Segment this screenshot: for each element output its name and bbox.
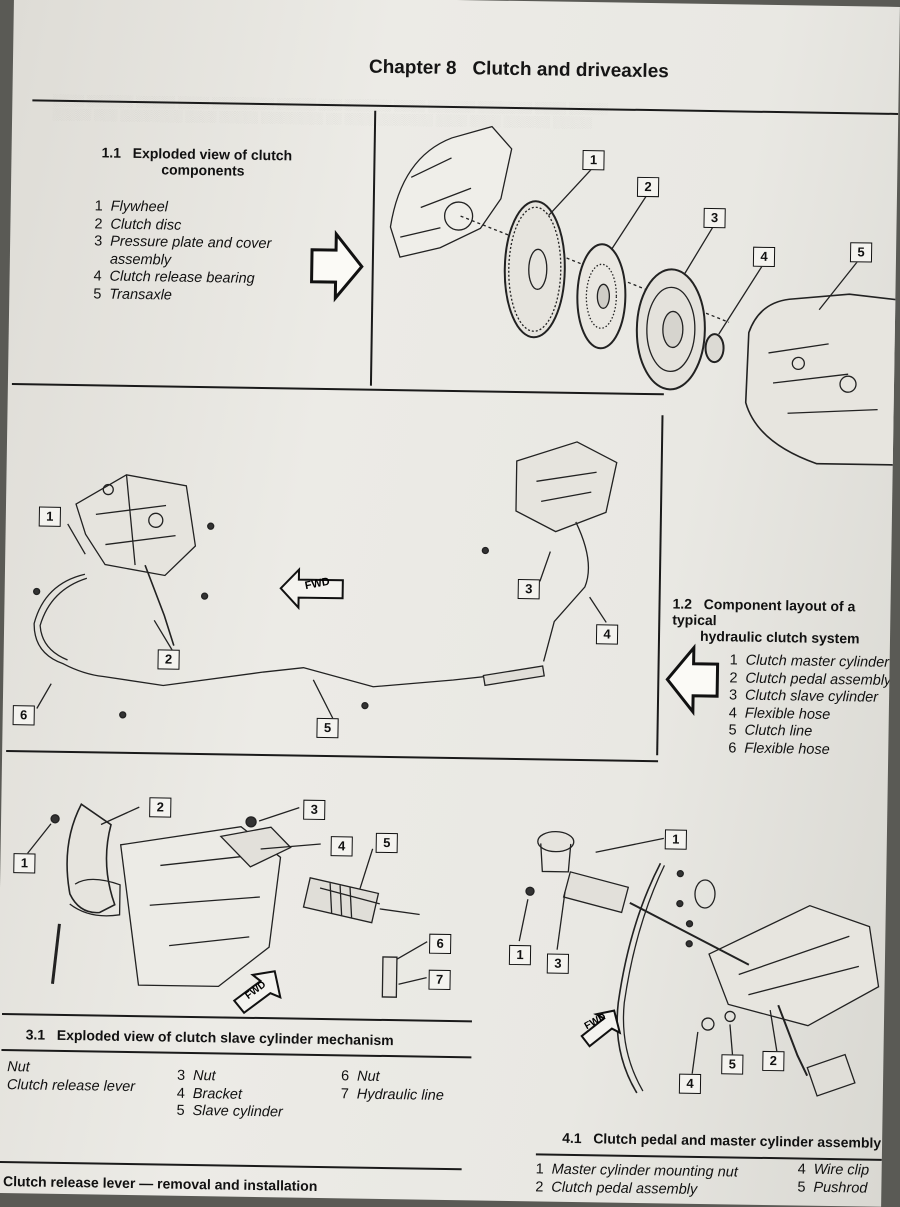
hydraulic-clutch-layout-illustration (33, 441, 618, 719)
forward-arrow-icon (232, 970, 282, 1015)
callout-7: 7 (428, 969, 451, 991)
fig-4-1-caption: 4.1 Clutch pedal and master cylinder ass… (562, 1130, 881, 1151)
callout-3: 3 (517, 579, 540, 600)
callout-5: 5 (849, 242, 873, 263)
forward-arrow-icon (279, 567, 344, 611)
fig-3-1-number: 3.1 (25, 1026, 46, 1043)
forward-arrow-icon (580, 1009, 622, 1048)
fig-3-1-caption: 3.1 Exploded view of clutch slave cylind… (26, 1026, 394, 1048)
slave-cylinder-mechanism-illustration (27, 803, 428, 998)
fig-1-1-caption: 1.1 Exploded view of clutch components (101, 144, 292, 179)
pedal-master-cylinder-illustration (518, 831, 880, 1097)
fig-3-1-rule-bottom (1, 1048, 472, 1058)
fig-1-2-title-line1: Component layout of a typical (672, 595, 856, 629)
callout-4: 4 (678, 1073, 702, 1094)
callout-4: 4 (595, 624, 619, 645)
fig-4-1-rule (535, 1153, 882, 1161)
section-rule (0, 1160, 462, 1170)
fig-1-1-title-line2: components (161, 161, 245, 179)
callout-6: 6 (429, 933, 452, 955)
callout-3: 3 (546, 953, 570, 974)
callout-2: 2 (157, 649, 180, 670)
fig-4-1-number: 4.1 (562, 1129, 582, 1147)
fig-4-1-title: Clutch pedal and master cylinder assembl… (593, 1130, 882, 1151)
arrow-right-icon (310, 229, 364, 303)
callout-2: 2 (762, 1050, 785, 1072)
callout-1: 1 (664, 829, 687, 850)
callout-5: 5 (316, 717, 339, 739)
callout-1: 1 (38, 506, 61, 527)
callout-4: 4 (330, 836, 353, 857)
fig-1-2-caption: 1.2 Component layout of a typical hydrau… (672, 595, 900, 647)
callout-5: 5 (721, 1054, 744, 1075)
clutch-components-illustration (389, 125, 900, 466)
callout-1: 1 (508, 944, 532, 966)
callout-4: 4 (752, 246, 776, 268)
fig-1-2-frame-bottom (6, 750, 659, 763)
page-header: Chapter 8 Clutch and driveaxles (369, 57, 669, 84)
callout-1: 1 (13, 853, 36, 874)
callout-5: 5 (375, 832, 398, 854)
fig-1-1-divider (369, 110, 377, 386)
callout-6: 6 (12, 705, 35, 726)
callout-1: 1 (582, 149, 605, 171)
fig-1-1-number: 1.1 (101, 144, 122, 161)
callout-3: 3 (703, 207, 726, 229)
section-heading: 3 Clutch release lever — removal and ins… (0, 1172, 318, 1194)
fig-3-1-title: Exploded view of clutch slave cylinder m… (56, 1026, 394, 1049)
callout-3: 3 (303, 799, 326, 821)
callout-2: 2 (636, 176, 660, 198)
callout-2: 2 (149, 797, 172, 818)
fig-1-2-number: 1.2 (672, 595, 693, 612)
arrow-left-icon (665, 643, 720, 717)
chapter-label: Chapter 8 (368, 56, 457, 80)
chapter-title: Clutch and driveaxles (472, 58, 669, 83)
